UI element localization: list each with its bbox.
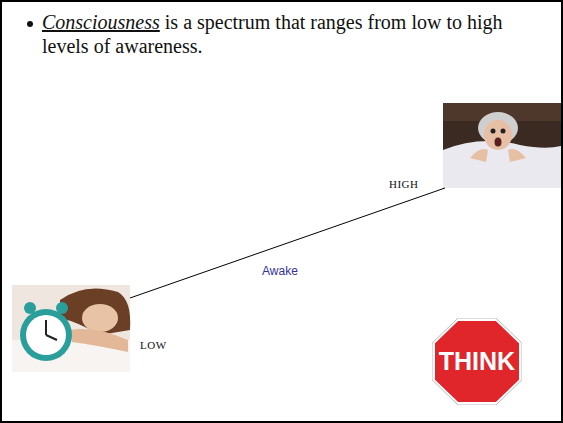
clock-bell	[24, 302, 36, 314]
photo-ground	[12, 285, 130, 372]
arm	[70, 329, 128, 352]
hand	[508, 149, 526, 162]
sign-face	[435, 321, 519, 402]
face	[82, 304, 118, 332]
photo-ground	[443, 103, 561, 188]
face	[484, 120, 512, 150]
alarm-clock	[20, 309, 72, 361]
bullet-dot	[27, 21, 33, 27]
frightened-photo	[443, 103, 561, 188]
sign-text-holder: THINK	[432, 318, 522, 405]
hand	[470, 149, 488, 162]
eye	[491, 129, 496, 134]
level-label: LOW	[140, 339, 167, 351]
stop-sign: THINK	[432, 318, 522, 405]
key-term: Consciousness	[42, 11, 160, 33]
spectrum-line	[130, 188, 445, 298]
line-label: Awake	[262, 264, 298, 278]
clock-bell	[56, 302, 68, 314]
sleeping-photo	[12, 285, 130, 372]
clock-hand	[45, 320, 47, 335]
eye	[501, 129, 506, 134]
sign-rim	[432, 318, 522, 405]
open-mouth	[495, 138, 502, 147]
sign-text: THINK	[439, 347, 515, 376]
clock-hand	[46, 335, 57, 340]
clock-face	[26, 315, 66, 355]
level-label: HIGH	[389, 178, 419, 190]
bullet-paragraph: Consciousnessis a spectrum that ranges f…	[42, 10, 532, 58]
